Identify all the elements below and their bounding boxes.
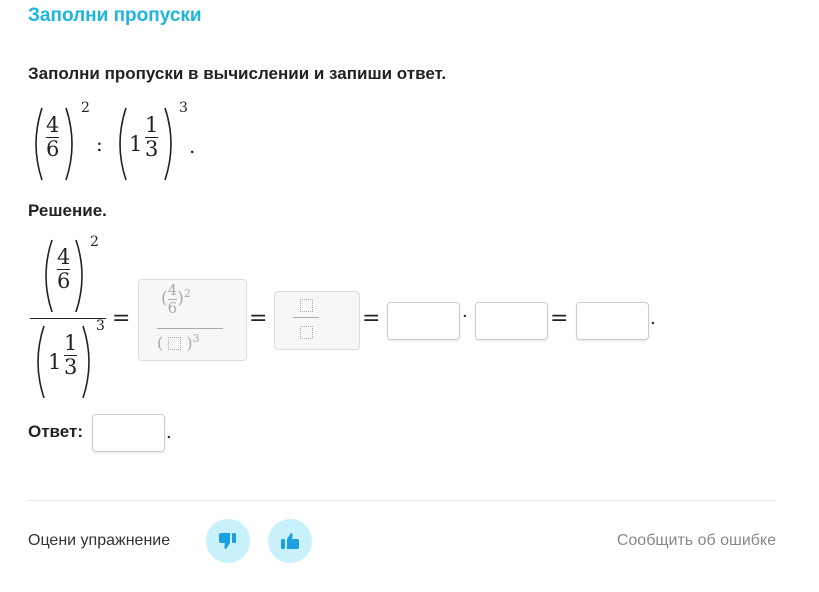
paren-right: [164, 107, 172, 181]
task-instruction: Заполни пропуски в вычислении и запиши о…: [28, 64, 447, 83]
solution-label: Решение.: [28, 201, 107, 220]
denominator: 6: [57, 269, 71, 294]
page-title: Заполни пропуски: [28, 5, 202, 26]
equals-sign: =: [362, 306, 381, 331]
equals-sign: =: [550, 306, 569, 331]
denominator-blank[interactable]: [300, 326, 313, 339]
divide-sign: :: [96, 132, 103, 156]
denominator: 3: [64, 355, 78, 380]
paren-right: [82, 325, 90, 399]
exponent: 2: [183, 286, 191, 300]
exponent: 3: [179, 100, 188, 116]
exponent: 3: [192, 332, 200, 345]
period: .: [650, 308, 656, 329]
paren-right: [65, 107, 73, 181]
period: .: [189, 134, 196, 158]
like-button[interactable]: [268, 519, 312, 563]
fraction-bar: [30, 318, 106, 319]
numerator: 4: [167, 281, 178, 299]
exponent: 2: [81, 100, 90, 116]
report-error-link[interactable]: Сообщить об ошибке: [616, 532, 776, 549]
thumbs-up-icon: [281, 533, 299, 549]
whole-part: 1: [129, 132, 143, 156]
paren-left: [35, 107, 43, 181]
rate-label: Оцени упражнение: [28, 532, 171, 549]
numerator-blank[interactable]: [300, 299, 313, 312]
numerator: 1: [64, 331, 78, 355]
exponent: 3: [96, 318, 105, 334]
blank-placeholder[interactable]: [168, 337, 182, 351]
divider: [28, 500, 776, 501]
denominator: 6: [167, 298, 178, 317]
paren-left: [37, 325, 45, 399]
exponent: 2: [90, 234, 99, 250]
answer-input[interactable]: [92, 414, 165, 452]
numerator: 4: [46, 113, 60, 137]
denominator: 3: [145, 137, 159, 162]
equals-sign: =: [249, 306, 268, 331]
equals-sign: =: [112, 306, 131, 331]
factor1-input[interactable]: [387, 302, 460, 340]
thumbs-down-icon: [219, 533, 236, 549]
paren-left: [119, 107, 127, 181]
paren-left: [45, 239, 53, 313]
answer-label: Ответ:: [28, 422, 83, 441]
dislike-button[interactable]: [206, 519, 250, 563]
result-input[interactable]: [576, 302, 649, 340]
whole-part: 1: [48, 350, 62, 374]
denominator: 6: [46, 137, 60, 162]
paren-right: [75, 239, 83, 313]
step2-input[interactable]: [274, 291, 360, 350]
multiply-sign: ·: [462, 306, 468, 327]
numerator: 1: [145, 113, 159, 137]
factor2-input[interactable]: [475, 302, 548, 340]
numerator: 4: [57, 245, 71, 269]
period: .: [166, 422, 172, 443]
